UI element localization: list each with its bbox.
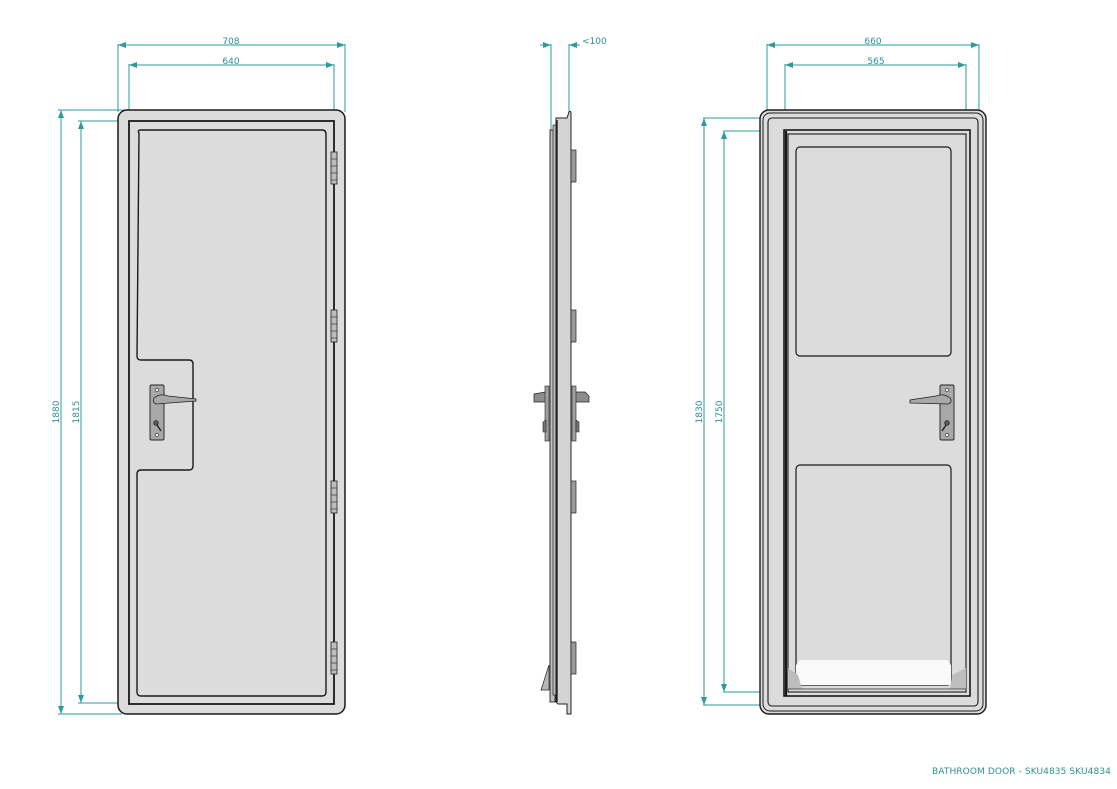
front-view-door-right <box>701 42 987 715</box>
depth-label: <100 <box>582 37 607 47</box>
width-inner-label: 565 <box>867 57 884 67</box>
width-inner-label: 640 <box>222 57 239 67</box>
door-handle-icon <box>149 384 197 441</box>
hinge-icon <box>330 309 338 343</box>
door-handle-icon <box>533 385 590 442</box>
side-view-door <box>533 42 590 715</box>
width-outer-label: 708 <box>222 37 239 47</box>
height-outer-label: 1830 <box>695 400 705 423</box>
hinge-icon <box>330 480 338 514</box>
door-handle-icon <box>909 384 955 441</box>
height-outer-label: 1880 <box>52 400 62 423</box>
front-view-door-left <box>58 42 346 715</box>
height-inner-label: 1750 <box>715 400 725 423</box>
width-outer-label: 660 <box>864 37 881 47</box>
hinge-icon <box>330 641 338 675</box>
hinge-icon <box>330 151 338 185</box>
drawing-title: BATHROOM DOOR - SKU4835 SKU4834 <box>932 767 1111 777</box>
height-inner-label: 1815 <box>72 401 82 424</box>
